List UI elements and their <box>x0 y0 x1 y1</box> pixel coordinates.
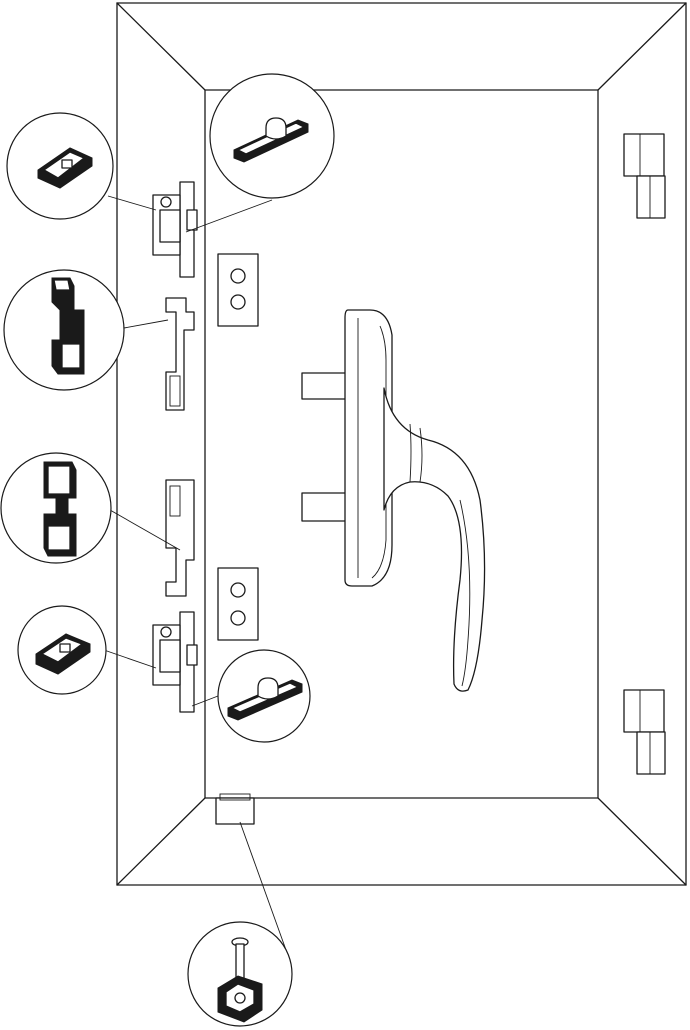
callout-locking-cam-lower <box>217 649 311 743</box>
locking-cam-lower <box>165 479 195 597</box>
window-handle <box>301 309 486 692</box>
hinge-block-upper <box>623 133 666 219</box>
hinge-block-lower <box>623 689 666 775</box>
callout-corner-drive-upper <box>6 112 114 220</box>
callout-keeper-upper <box>3 269 125 391</box>
keeper-plate-lower <box>217 567 259 641</box>
callout-keeper-lower <box>0 452 112 564</box>
callout-locking-cam-upper <box>209 73 335 199</box>
bottom-bracket <box>215 793 255 825</box>
corner-drive-lower <box>152 611 198 713</box>
locking-cam-upper <box>165 297 195 411</box>
callout-screw-clip <box>187 921 293 1027</box>
leader-lines <box>103 195 287 951</box>
callout-corner-drive-lower <box>17 605 107 695</box>
sash-frame <box>116 2 687 886</box>
corner-drive-upper <box>152 181 198 278</box>
keeper-plate-upper <box>217 253 259 327</box>
